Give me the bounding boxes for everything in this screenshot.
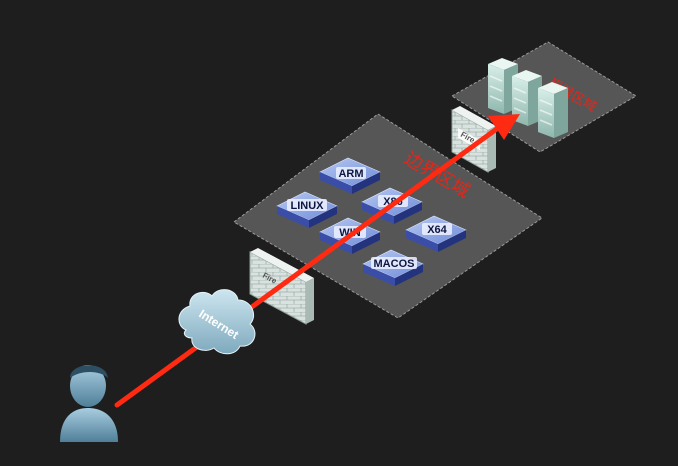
device-label: LINUX <box>291 200 325 212</box>
user-icon <box>60 365 118 442</box>
internet-cloud-icon <box>178 289 256 355</box>
device-label: X64 <box>427 224 447 236</box>
device-label: MACOS <box>374 258 415 270</box>
server-stack-icon <box>488 58 568 138</box>
device-x64: X64 <box>405 215 467 252</box>
attack-path-arrow <box>114 114 520 408</box>
device-macos: MACOS <box>362 249 424 286</box>
device-linux: LINUX <box>276 191 338 228</box>
device-arm: ARM <box>319 157 381 194</box>
internet-cloud: Internet <box>178 289 256 355</box>
device-label: ARM <box>338 168 363 180</box>
